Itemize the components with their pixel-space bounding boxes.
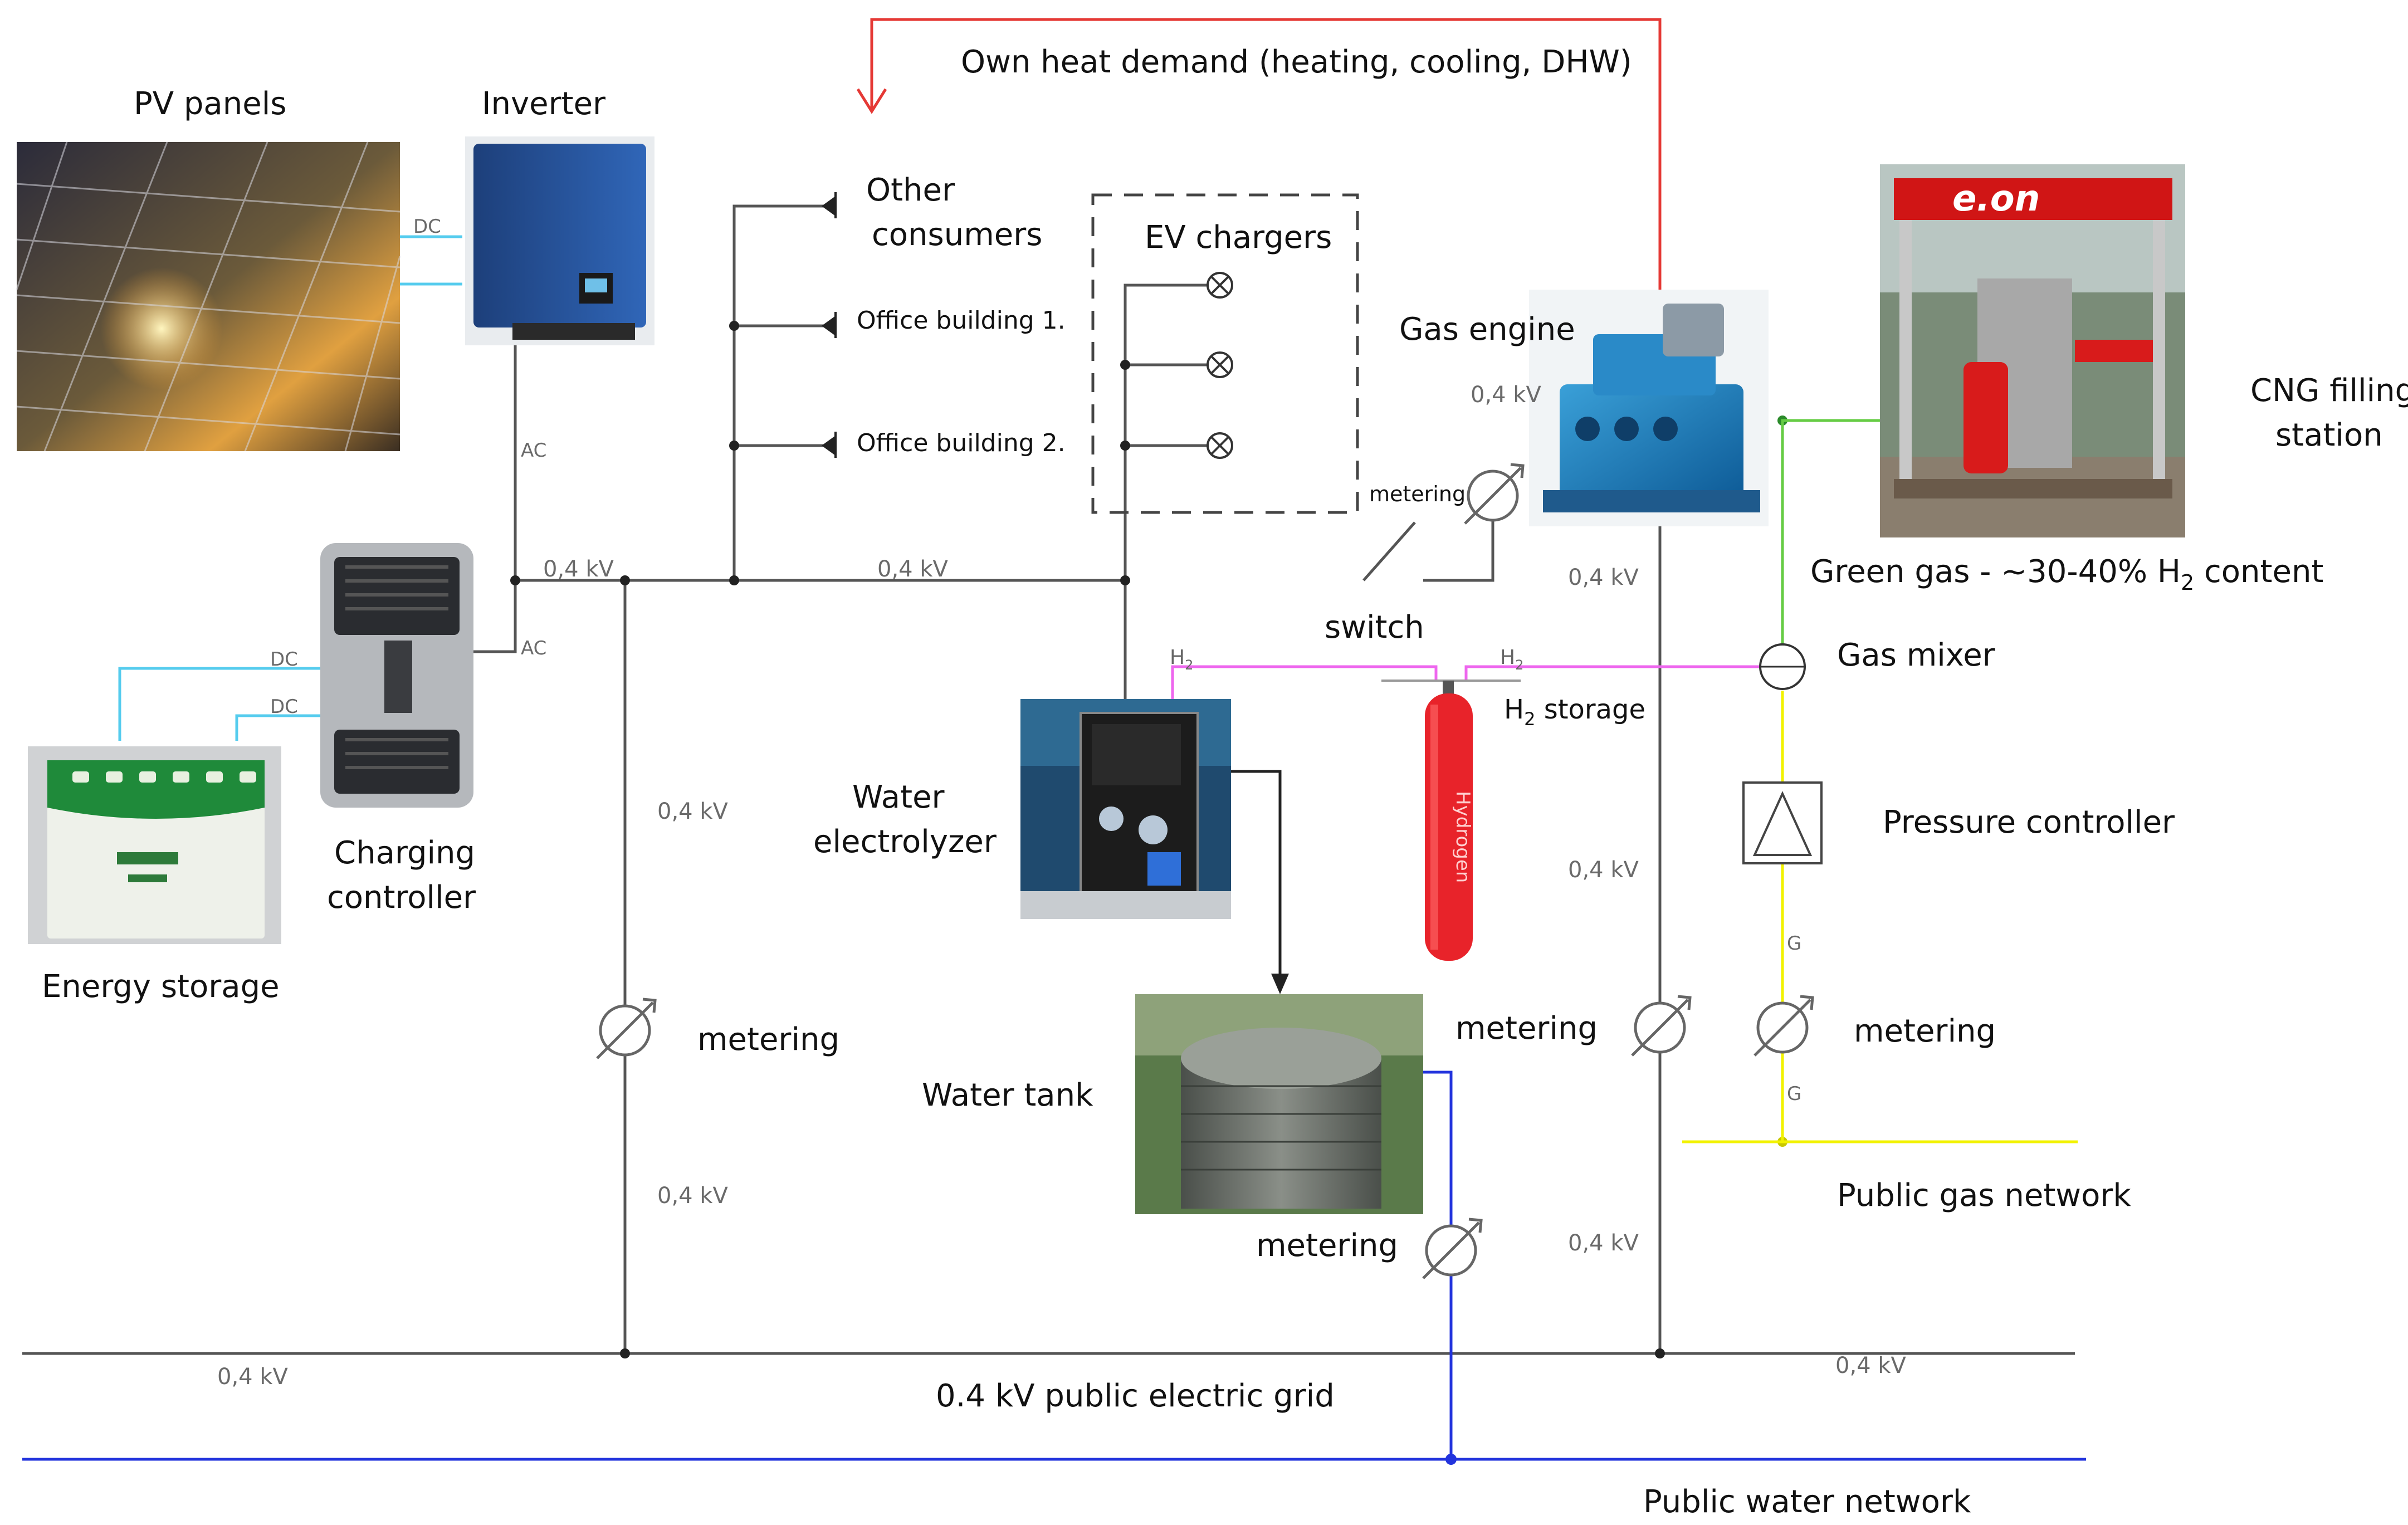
meter-icon [1631, 995, 1692, 1057]
h2-storage-label: H2 storage [1504, 694, 1645, 730]
h2-left-label-main: H [1170, 646, 1185, 669]
energy-storage-label: Energy storage [42, 969, 280, 1005]
h2-left-label-subscript: 2 [1185, 657, 1193, 673]
arrow-icon [822, 436, 836, 456]
ac-label: AC [521, 439, 546, 462]
pressure-controller-label: Pressure controller [1883, 804, 2175, 840]
electrolyzer-to-tank-arrow [1231, 770, 1289, 994]
dc-label: DC [270, 648, 298, 671]
kv-label: 0,4 kV [657, 799, 728, 824]
water-lines [22, 1071, 2086, 1461]
public-gas-network-label: Public gas network [1837, 1177, 2131, 1214]
pv-panels-label: PV panels [134, 86, 286, 122]
hydrogen-line [1171, 665, 1763, 702]
engine-metering-label: metering [1369, 482, 1466, 506]
metering-left-label: metering [697, 1021, 839, 1058]
water-electrolyzer-label-line1: Water [852, 779, 945, 815]
cng-station-label-line2: station [2275, 417, 2383, 453]
kv-label: 0,4 kV [657, 1183, 728, 1209]
gas-g-label: G [1787, 932, 1801, 955]
green-gas-label-suffix: content [2194, 554, 2323, 590]
h2-storage-label-subscript: 2 [1524, 708, 1535, 730]
green-gas-label-subscript: 2 [2181, 570, 2194, 595]
gas-mixer-icon [1759, 643, 1806, 690]
meter-icon [1754, 995, 1814, 1057]
ev-charger-icon [1207, 272, 1233, 299]
ev-charger-icon [1207, 432, 1233, 459]
h2-right-label-main: H [1500, 646, 1515, 669]
h2-storage-label-suffix: storage [1535, 694, 1645, 725]
green-gas-label: Green gas - ~30-40% H2 content [1810, 554, 2323, 595]
ev-chargers-box [1091, 193, 1359, 514]
kv-label: 0,4 kV [1471, 382, 1541, 408]
gas-mixer-label: Gas mixer [1837, 637, 1996, 673]
h2-right-label-subscript: 2 [1515, 657, 1523, 673]
gas-g-label: G [1787, 1083, 1801, 1105]
metering-tank-label: metering [1256, 1228, 1398, 1264]
arrow-icon [822, 316, 836, 336]
metering-mid-label: metering [1455, 1010, 1598, 1047]
hydrogen-cylinder-text: Hydrogen [1452, 791, 1474, 883]
green-gas-label-prefix: Green gas - ~30-40% H [1810, 554, 2181, 590]
ev-charger-icons [1207, 272, 1233, 459]
eon-logo-text: e.on [1952, 178, 2040, 219]
electric-wiring [22, 204, 2075, 1355]
heat-demand-line [856, 18, 1662, 290]
consumer-arrows [822, 192, 837, 458]
gas-engine-image [1529, 290, 1769, 526]
gas-lines [1682, 419, 2078, 1143]
meter-icon [596, 998, 657, 1059]
ev-charger-icon [1207, 351, 1233, 378]
h2-left-label: H2 [1170, 646, 1193, 673]
heat-demand-label: Own heat demand (heating, cooling, DHW) [961, 44, 1632, 80]
kv-label: 0,4 kV [217, 1364, 288, 1390]
dc-label: DC [413, 216, 441, 238]
meter-icon [1422, 1218, 1483, 1279]
charging-controller-image [320, 543, 473, 808]
water-tank-label: Water tank [922, 1077, 1093, 1113]
dc-lines [118, 235, 462, 741]
charging-controller-label-line2: controller [327, 879, 476, 916]
other-consumers-label-line2: consumers [872, 217, 1042, 253]
office-building-1-label: Office building 1. [857, 306, 1066, 335]
arrow-icon [822, 196, 836, 216]
public-electric-grid-label: 0.4 kV public electric grid [936, 1378, 1335, 1414]
gas-engine-label: Gas engine [1399, 311, 1575, 348]
kv-label: 0,4 kV [877, 556, 948, 582]
text-labels: PV panels Inverter Own heat demand (heat… [42, 44, 2408, 1520]
inverter-label: Inverter [482, 86, 606, 122]
kv-label: 0,4 kV [543, 556, 614, 582]
cng-station-image: e.on [1880, 164, 2185, 537]
junction-dots [510, 321, 1787, 1465]
h2-storage-label-main: H [1504, 694, 1524, 725]
energy-storage-image [28, 746, 281, 944]
h2-right-label: H2 [1500, 646, 1523, 673]
kv-label: 0,4 kV [1568, 565, 1639, 590]
pv-panels-image [16, 141, 401, 452]
water-tank-image [1135, 994, 1423, 1214]
water-electrolyzer-label-line2: electrolyzer [813, 824, 997, 860]
charging-controller-label-line1: Charging [334, 835, 475, 871]
cng-station-label-line1: CNG filling [2250, 373, 2408, 409]
switch-label: switch [1325, 609, 1424, 646]
meters [596, 463, 1814, 1279]
office-building-2-label: Office building 2. [857, 429, 1066, 457]
dc-label: DC [270, 696, 298, 718]
water-electrolyzer-image [1020, 699, 1231, 919]
other-consumers-label-line1: Other [866, 172, 955, 208]
meter-icon [1464, 463, 1525, 525]
pressure-controller-icon [1742, 781, 1823, 864]
ev-chargers-label: EV chargers [1145, 219, 1332, 256]
kv-label: 0,4 kV [1568, 857, 1639, 883]
public-water-network-label: Public water network [1643, 1484, 1971, 1520]
kv-label: 0,4 kV [1835, 1353, 1906, 1379]
inverter-image [465, 136, 654, 345]
kv-label: 0,4 kV [1568, 1230, 1639, 1256]
h2-storage-cylinder [1425, 681, 1473, 961]
metering-gas-label: metering [1854, 1013, 1996, 1049]
ac-label: AC [521, 637, 546, 659]
